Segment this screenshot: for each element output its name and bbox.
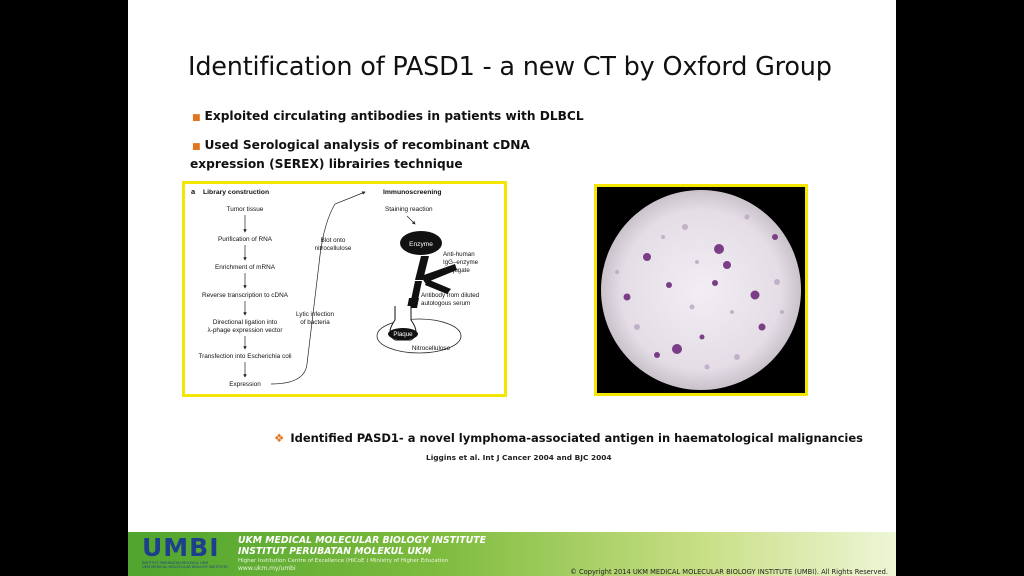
finding-text: Identified PASD1- a novel lymphoma-assoc… (290, 431, 864, 445)
anti-human-3: conjugate (443, 267, 470, 274)
bullet-square-icon: ■ (192, 142, 201, 152)
antibody-serum-2: autologous serum (421, 300, 470, 307)
website-link[interactable]: www.ukm.my/umbi (238, 565, 296, 572)
plaque-plate-photo (594, 184, 808, 396)
step-expression: Expression (229, 381, 261, 388)
bullet-2: ■Used Serological analysis of recombinan… (190, 137, 532, 173)
umbi-logo: UMBI INSTITUT PERUBATAN MOLEKUL UKM UKM … (142, 533, 228, 573)
logo-sub-ms: INSTITUT PERUBATAN MOLEKUL UKM (142, 561, 209, 565)
petri-dish (601, 190, 801, 390)
step-purification: Purification of RNA (218, 236, 273, 243)
plaque-spots (623, 234, 778, 358)
lytic-infection-1: Lytic infection (296, 311, 334, 318)
serex-diagram-svg: a Library construction Tumor tissue Puri… (191, 187, 480, 388)
bullet-1-text: Exploited circulating antibodies in pati… (204, 109, 584, 123)
library-construction-heading: Library construction (203, 189, 269, 196)
nitrocellulose-label: Nitrocellulose (412, 345, 451, 352)
flow-arrows (243, 191, 366, 385)
institute-name-ms: INSTITUT PERUBATAN MOLEKUL UKM (238, 546, 432, 557)
panel-letter: a (191, 187, 196, 196)
blot-onto-1: Blot onto (321, 237, 346, 244)
antibody-serum-1: Antibody from diluted (421, 292, 480, 299)
umbi-logo-text: UMBI (142, 533, 220, 562)
enzyme-icon (400, 231, 442, 255)
bullet-2-text-line2: expression (SEREX) librairies technique (190, 157, 463, 171)
plaque-label: Plaque (393, 331, 413, 338)
step-transfection: Transfection into Escherichia coli (198, 353, 291, 360)
enzyme-label: Enzyme (409, 241, 433, 248)
slide-title: Identification of PASD1 - a new CT by Ox… (188, 52, 832, 82)
bullet-1: ■Exploited circulating antibodies in pat… (192, 108, 584, 127)
finding-bullet: ❖ Identified PASD1- a novel lymphoma-asso… (274, 431, 863, 445)
bullet-square-icon: ■ (192, 113, 201, 123)
blot-onto-2: nitrocellulose (315, 245, 352, 252)
lytic-infection-2: of bacteria (300, 319, 330, 326)
step-ligation-1: Directional ligation into (213, 319, 278, 326)
slide: Identification of PASD1 - a new CT by Ox… (128, 0, 896, 576)
nitrocellulose-membrane-icon (376, 318, 462, 354)
institute-name-en: UKM MEDICAL MOLECULAR BIOLOGY INSTITUTE (238, 535, 487, 546)
staining-reaction-label: Staining reaction (385, 206, 433, 213)
immunoscreening-heading: Immunoscreening (383, 189, 442, 196)
antibody-conjugate-icon (415, 256, 457, 283)
logo-sub-en: UKM MEDICAL MOLECULAR BIOLOGY INSTITUTE (142, 565, 228, 570)
bullet-2-text-line1: Used Serological analysis of recombinant… (204, 138, 530, 152)
anti-human-2: IgG–enzyme (443, 259, 479, 266)
serum-antibody-icon (407, 279, 451, 308)
copyright: © Copyright 2014 UKM MEDICAL MOLECULAR B… (570, 568, 888, 576)
plaque-icon (388, 328, 418, 340)
serex-diagram: a Library construction Tumor tissue Puri… (182, 181, 507, 397)
step-ligation-2: λ-phage expression vector (208, 327, 284, 334)
plaque-plate-svg (601, 190, 801, 390)
step-reverse-transcription: Reverse transcription to cDNA (202, 292, 289, 299)
diamond-bullet-icon: ❖ (274, 431, 285, 445)
hicoe-text: Higher Institution Centre of Excellence … (238, 558, 449, 564)
institute-info: UKM MEDICAL MOLECULAR BIOLOGY INSTITUTE … (238, 535, 486, 573)
step-tumor-tissue: Tumor tissue (227, 206, 264, 213)
faint-spots (615, 214, 784, 370)
anti-human-1: Anti-human (443, 251, 475, 258)
citation: Liggins et al. Int J Cancer 2004 and BJC… (426, 453, 612, 462)
step-enrichment: Enrichment of mRNA (215, 264, 276, 271)
footer-banner: UMBI INSTITUT PERUBATAN MOLEKUL UKM UKM … (128, 532, 896, 576)
staining-arrow (406, 215, 416, 225)
